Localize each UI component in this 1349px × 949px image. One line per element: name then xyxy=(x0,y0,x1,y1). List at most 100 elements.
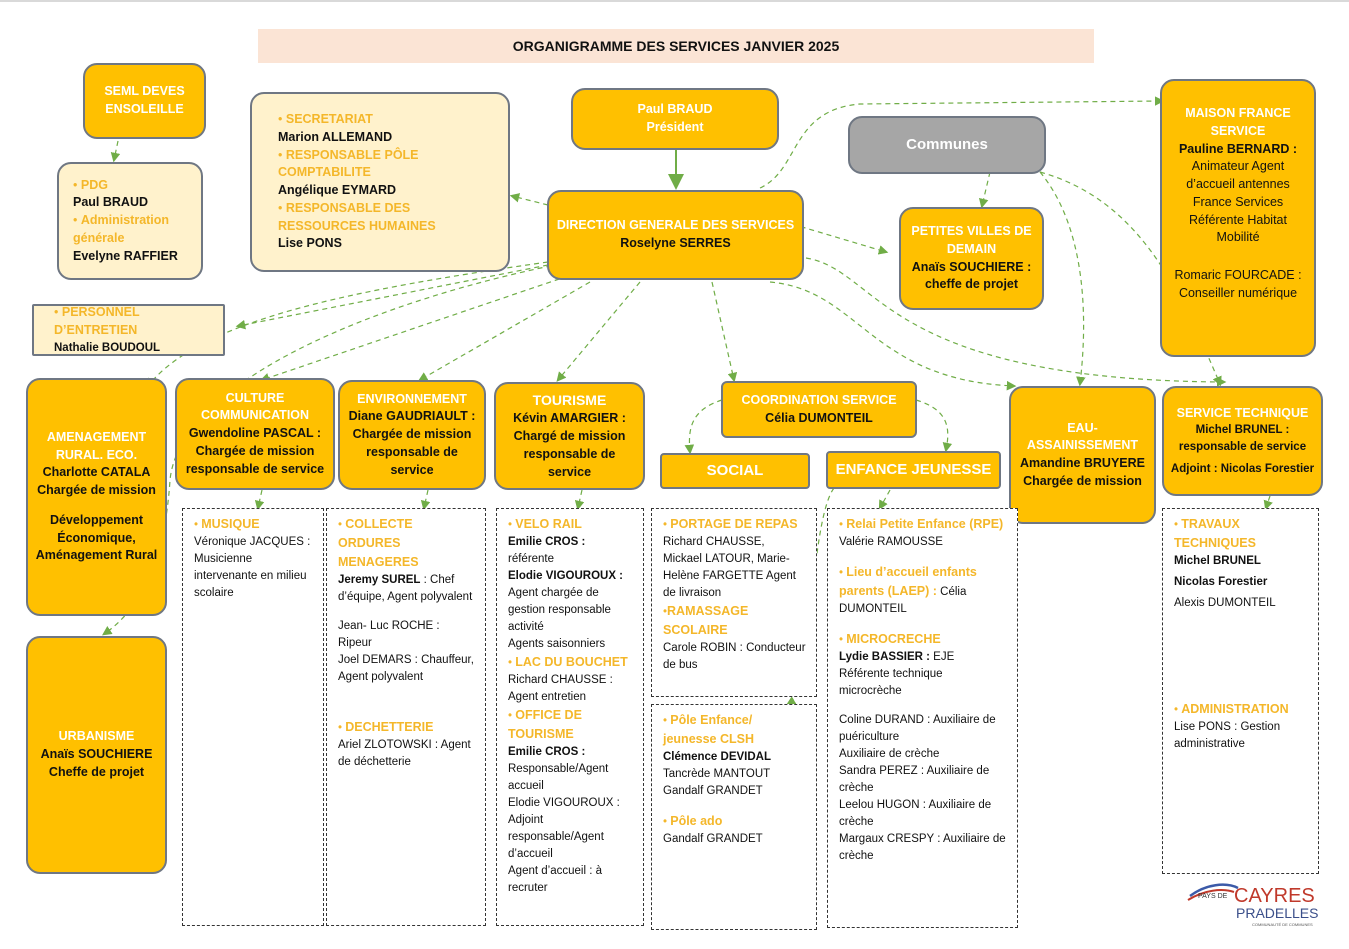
seml-name: SEML DEVES ENSOLEILLE xyxy=(104,84,185,116)
rh-role: RESPONSABLE DES RESSOURCES HUMAINES xyxy=(278,200,436,233)
seml-person-pdg: Paul BRAUD xyxy=(73,195,149,210)
musique-head: MUSIQUE xyxy=(201,517,260,531)
connector-dgs-mfs xyxy=(759,96,1165,189)
technique-person: Michel BRUNEL : responsable de service xyxy=(1178,424,1307,453)
mfs-role1: Animateur Agent d’accueil antennes Franc… xyxy=(1186,159,1290,245)
coordination-title: COORDINATION SERVICE xyxy=(741,392,897,407)
dgs-box: DIRECTION GENERALE DES SERVICES Roselyne… xyxy=(547,190,804,280)
connector-dgs-entretien xyxy=(235,264,549,330)
urbanisme-box: URBANISME Anaïs SOUCHIERE Cheffe de proj… xyxy=(26,636,167,874)
musique-panel: • MUSIQUE Véronique JACQUES : Musicienne… xyxy=(182,508,324,926)
secretariat-box: • SECRETARIAT Marion ALLEMAND • RESPONSA… xyxy=(250,92,510,272)
velorail-head: VELO RAIL xyxy=(515,517,582,531)
technique-box: SERVICE TECHNIQUE Michel BRUNEL : respon… xyxy=(1162,386,1323,496)
amenagement-box: AMENAGEMENT RURAL. ECO. Charlotte CATALA… xyxy=(26,378,167,616)
urbanisme-title: URBANISME xyxy=(58,729,135,744)
ramassage-head: RAMASSAGE SCOLAIRE xyxy=(663,604,749,638)
chausse-text: Richard CHAUSSE : Agent entretien xyxy=(508,674,613,704)
connector-dgs-tech xyxy=(805,257,1227,387)
laep-head: Lieu d’accueil enfants parents (LAEP) : xyxy=(839,565,977,599)
connector-dgs-pvd xyxy=(791,223,889,255)
entretien-role: PERSONNEL D’ENTRETIEN xyxy=(54,304,140,338)
connector-dgs-amenagement xyxy=(146,261,549,388)
seml-detail-box: • PDG Paul BRAUD • Administration généra… xyxy=(57,162,203,280)
urbanisme-person: Anaïs SOUCHIERE xyxy=(40,747,153,762)
seml-box: SEML DEVES ENSOLEILLE xyxy=(83,63,206,139)
comptabilite-person: Angélique EYMARD xyxy=(278,183,397,197)
bassier-role: EJE Référente technique microcrèche xyxy=(839,651,955,698)
page-title: ORGANIGRAMME DES SERVICES JANVIER 2025 xyxy=(258,29,1094,63)
ramassage-text: Carole ROBIN : Conducteur de bus xyxy=(663,642,806,672)
top-border xyxy=(0,0,1349,2)
communes-name: Communes xyxy=(906,136,988,154)
secretariat-person: Marion ALLEMAND xyxy=(278,129,393,144)
eau-title: EAU-ASSAINISSEMENT xyxy=(1026,420,1139,453)
eau-box: EAU-ASSAINISSEMENT Amandine BRUYERE Char… xyxy=(1009,386,1156,524)
surel-name: Jeremy SUREL xyxy=(338,574,421,587)
office-head: OFFICE DE TOURISME xyxy=(508,708,582,742)
cayres-pradelles-logo: PAYS DE CAYRES PRADELLES COMMUNAUTÉ DE C… xyxy=(1187,883,1318,927)
pons-text: Lise PONS : Gestion administrative xyxy=(1174,721,1281,751)
connector-tour-panel xyxy=(574,489,585,511)
roche-text: Jean- Luc ROCHE : Ripeur xyxy=(338,620,440,650)
coordination-box: COORDINATION SERVICE Célia DUMONTEIL xyxy=(721,381,917,438)
crespy-text: Margaux CRESPY : Auxiliaire de crèche xyxy=(839,833,1006,863)
tech-panel: • TRAVAUX TECHNIQUES Michel BRUNEL Nicol… xyxy=(1162,508,1319,874)
dechetterie-head: DECHETTERIE xyxy=(345,720,434,735)
social-box: SOCIAL xyxy=(660,453,810,489)
seml-role-pdg: PDG xyxy=(80,177,108,192)
pvd-box: PETITES VILLES DE DEMAIN Anaïs SOUCHIERE… xyxy=(899,207,1044,310)
environnement-panel: • COLLECTE ORDURES MENAGERES Jeremy SURE… xyxy=(326,508,486,926)
logo-tag: COMMUNAUTÉ DE COMMUNES xyxy=(1252,922,1313,927)
demars-text: Joel DEMARS : Chauffeur, Agent polyvalen… xyxy=(338,654,474,684)
admin-head: ADMINISTRATION xyxy=(1181,702,1289,717)
enfance-panel: • Relai Petite Enfance (RPE) Valérie RAM… xyxy=(827,508,1018,928)
amenagement-title: AMENAGEMENT RURAL. ECO. xyxy=(46,429,147,462)
pole-panel: • Pôle Enfance/ jeunesse CLSH Clémence D… xyxy=(651,704,817,930)
culture-person: Gwendoline PASCAL : Chargée de mission r… xyxy=(185,426,325,476)
culture-box: CULTURE COMMUNICATION Gwendoline PASCAL … xyxy=(175,378,335,490)
logo-big2: PRADELLES xyxy=(1236,905,1318,921)
travaux-head: TRAVAUX TECHNIQUES xyxy=(1174,517,1256,551)
connector-dgs-tourisme xyxy=(556,281,641,382)
portage-head: PORTAGE DE REPAS xyxy=(670,517,798,531)
cros2-role: Responsable/Agent accueil xyxy=(508,763,609,793)
mfs-title: MAISON FRANCE SERVICE xyxy=(1185,106,1291,138)
recruter-text: Agent d’accueil : à recruter xyxy=(508,865,602,895)
collecte-head: COLLECTE ORDURES MENAGERES xyxy=(338,517,419,570)
connector-env-panel xyxy=(420,489,431,511)
environnement-title: ENVIRONNEMENT xyxy=(357,391,467,406)
mfs-person2: Romaric FOURCADE : Conseiller numérique xyxy=(1174,268,1302,300)
bassier-name: Lydie BASSIER : xyxy=(839,651,930,664)
secretariat-role: SECRETARIAT xyxy=(285,112,373,126)
perez-text: Sandra PEREZ : Auxiliaire de crèche xyxy=(839,765,990,795)
environnement-box: ENVIRONNEMENT Diane GAUDRIAULT : Chargée… xyxy=(338,380,486,490)
ramousse-text: Valérie RAMOUSSE xyxy=(839,536,943,549)
social-panel: • PORTAGE DE REPAS Richard CHAUSSE, Mick… xyxy=(651,508,817,697)
dgs-person: Roselyne SERRES xyxy=(620,236,731,250)
social-title: SOCIAL xyxy=(706,462,764,480)
urbanisme-role: Cheffe de projet xyxy=(48,764,145,779)
technique-title: SERVICE TECHNIQUE xyxy=(1176,405,1309,420)
president-name: Paul BRAUD xyxy=(637,102,713,117)
vigouroux-role: Agent chargée de gestion responsable act… xyxy=(508,587,611,634)
cros2-name: Emilie CROS : xyxy=(508,746,586,759)
connector-enfance-panel xyxy=(878,489,891,511)
durand-text: Coline DURAND : Auxiliaire de puéricultu… xyxy=(839,714,996,744)
connector-seml xyxy=(110,140,121,163)
cros-role: référente xyxy=(508,553,555,566)
brunel-text: Michel BRUNEL xyxy=(1174,555,1261,568)
amenagement-extra: Développement Économique, Aménagement Ru… xyxy=(35,512,158,563)
connector-dgs-secretariat xyxy=(509,193,549,206)
entretien-person: Nathalie BOUDOUL xyxy=(54,342,161,355)
auxiliaire-text: Auxiliaire de crèche xyxy=(839,748,940,761)
connector-dgs-environnement xyxy=(417,281,591,382)
vigouroux-name: Elodie VIGOUROUX : xyxy=(508,570,624,583)
pole-ado-head: Pôle ado xyxy=(670,814,723,829)
comptabilite-role: RESPONSABLE PÔLE COMPTABILITE xyxy=(278,147,419,180)
logo-big1: CAYRES xyxy=(1234,885,1315,907)
seml-role-admin: Administration générale xyxy=(73,213,170,245)
president-box: Paul BRAUD Président xyxy=(571,88,779,150)
seml-person-admin: Evelyne RAFFIER xyxy=(73,248,178,263)
saisonniers-text: Agents saisonniers xyxy=(508,638,606,651)
